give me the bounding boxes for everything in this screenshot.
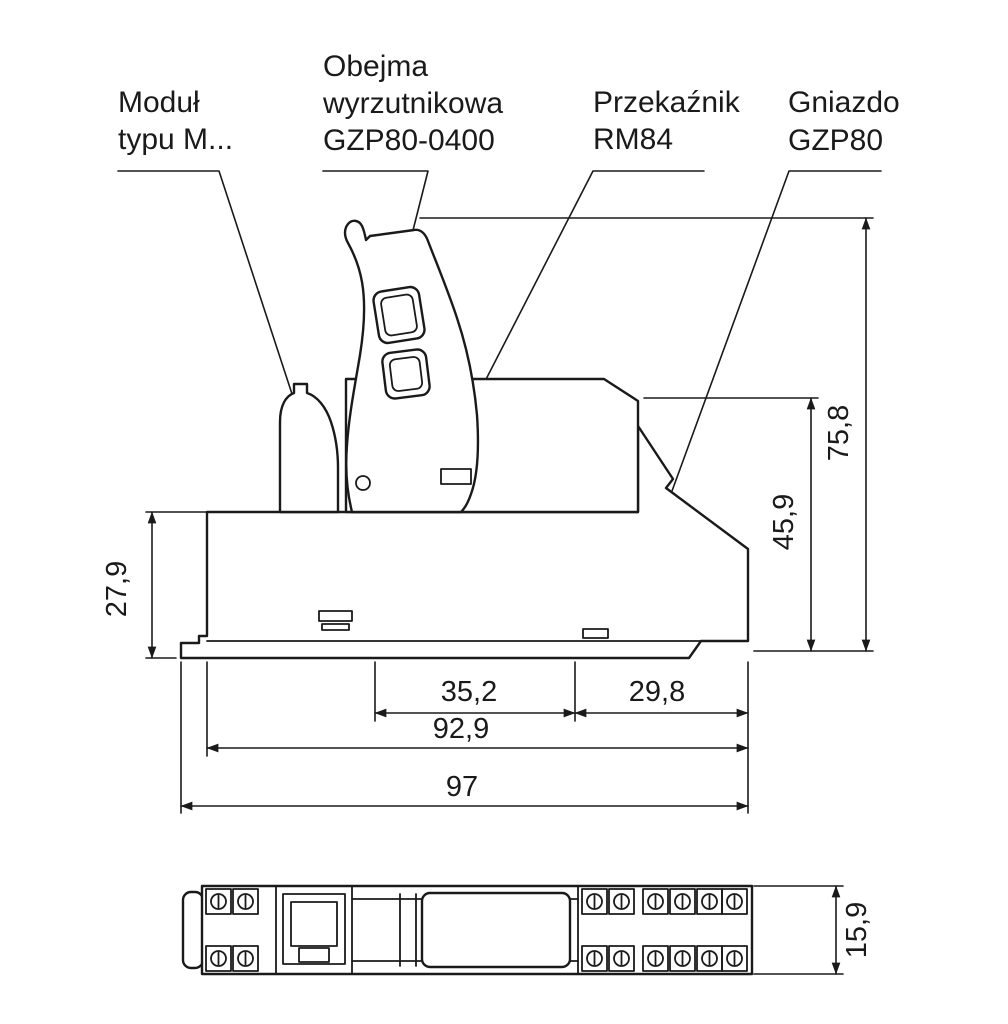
clamp-window-upper-inner	[380, 293, 418, 337]
clamp-pivot	[355, 475, 371, 491]
module-top-view-slot	[298, 947, 330, 963]
dim-value-body-width: 92,9	[433, 713, 489, 745]
dimensions-side-view: 27,9 75,8 45,9 35,2 29,8 92,9 97	[101, 217, 874, 814]
dimensions-top-view: 15,9	[753, 885, 873, 975]
dim-value-rail-right: 29,8	[629, 676, 685, 708]
label-module-line2: typu M...	[118, 123, 233, 156]
module-outline	[278, 382, 340, 514]
clamp-latch	[440, 468, 472, 485]
dim-value-module-height: 27,9	[101, 561, 133, 617]
dim-value-body-depth: 15,9	[841, 902, 873, 958]
dim-value-rail-left: 35,2	[441, 676, 497, 708]
label-socket-line1: Gniazdo	[788, 86, 900, 119]
dim-value-overall-width: 97	[446, 771, 478, 803]
top-view-end-cap	[181, 890, 205, 970]
label-ejector-line3: GZP80-0400	[323, 124, 495, 157]
socket-clip-left-2	[321, 623, 350, 631]
label-socket-line2: GZP80	[788, 124, 883, 157]
label-ejector-line2: wyrzutnikowa	[322, 87, 503, 120]
socket-clip-right	[582, 628, 609, 639]
relay-top-view	[420, 891, 572, 969]
module-top-view-window	[290, 901, 338, 947]
leader-socket	[671, 170, 882, 492]
side-view	[179, 219, 750, 660]
label-module-line1: Moduł	[118, 86, 200, 119]
socket-clip-left	[318, 610, 353, 622]
leader-relay	[479, 170, 705, 392]
dim-value-socket-height: 45,9	[768, 494, 800, 550]
clamp-window-lower-inner	[388, 356, 424, 392]
label-relay-line2: RM84	[593, 123, 673, 156]
leader-ejector	[322, 170, 429, 255]
top-view	[181, 884, 754, 976]
label-ejector-line1: Obejma	[323, 50, 428, 83]
label-relay-line1: Przekaźnik	[593, 86, 741, 119]
part-labels: Moduł typu M... Obejma wyrzutnikowa GZP8…	[117, 50, 900, 492]
leader-module	[117, 170, 294, 398]
dim-value-overall-height: 75,8	[823, 405, 855, 461]
